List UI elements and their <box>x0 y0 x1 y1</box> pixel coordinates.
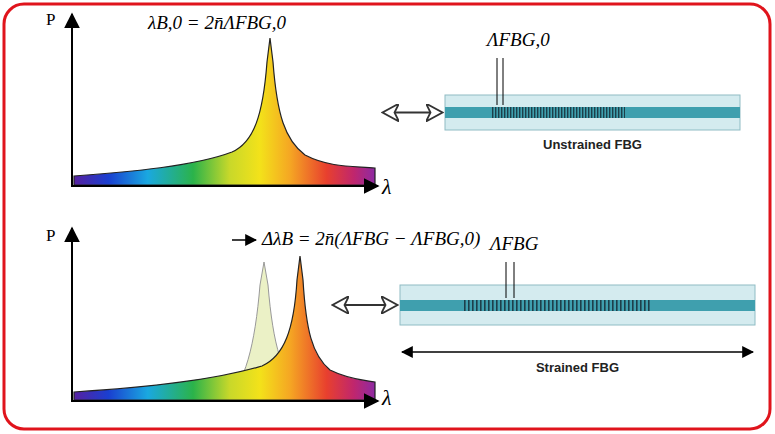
period-label: ΛFBG,0 <box>487 29 550 51</box>
fiber-cladding <box>445 95 740 130</box>
caption-label: Unstrained FBG <box>543 138 642 153</box>
period-tick <box>514 262 515 298</box>
spectrum <box>74 38 375 185</box>
strain-arrow <box>402 351 753 353</box>
axis-label: P <box>46 10 55 30</box>
fiber: ΛFBGStrained FBG <box>400 285 755 325</box>
double-arrow <box>334 304 396 306</box>
y-axis <box>71 228 73 401</box>
period-tick <box>506 262 507 298</box>
formula: λB,0 = 2n̄ΛFBG,0 <box>148 12 286 34</box>
fiber-cladding <box>400 285 755 325</box>
fiber-core <box>400 300 755 311</box>
period-tick <box>503 58 504 105</box>
caption-label: Strained FBG <box>536 361 619 376</box>
x-axis <box>71 400 378 402</box>
fiber-core <box>445 107 740 118</box>
x-axis <box>71 185 378 187</box>
period-tick <box>497 58 498 105</box>
spectrum-plot: ΔλB = 2n̄(ΛFBG − ΛFBG,0)Pλ <box>40 222 330 412</box>
grating <box>492 107 625 118</box>
formula: ΔλB = 2n̄(ΛFBG − ΛFBG,0) <box>262 228 480 250</box>
period-label: ΛFBG <box>490 233 538 255</box>
axis-label: λ <box>382 174 392 199</box>
shift-arrow <box>232 239 256 241</box>
axis-label: λ <box>382 385 392 410</box>
fiber: ΛFBG,0Unstrained FBG <box>445 95 740 130</box>
grating <box>462 300 652 311</box>
axis-label: P <box>46 226 55 246</box>
double-arrow <box>384 112 441 114</box>
y-axis <box>71 14 73 186</box>
spectrum-plot: λB,0 = 2n̄ΛFBG,0Pλ <box>40 8 380 198</box>
spectrum <box>74 256 375 400</box>
frame <box>4 4 770 429</box>
